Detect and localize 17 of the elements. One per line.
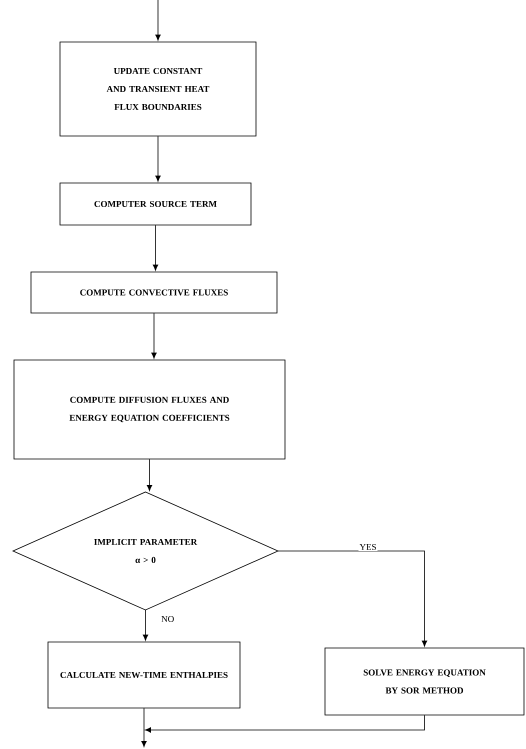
edge-label: YES <box>358 542 378 552</box>
process-box: COMPUTE DIFFUSION FLUXES AND ENERGY EQUATION COEFFICIENTS <box>14 360 286 460</box>
process-box: COMPUTER SOURCE TERM <box>60 182 252 226</box>
arrow <box>141 708 147 747</box>
arrow <box>142 610 148 641</box>
arrow <box>145 715 425 733</box>
arrow <box>155 0 161 41</box>
arrow <box>278 550 428 647</box>
arrow <box>155 136 161 182</box>
process-box: COMPUTE CONVECTIVE FLUXES <box>30 272 278 314</box>
process-box: SOLVE ENERGY EQUATION BY SOR METHOD <box>324 648 524 716</box>
arrow <box>151 313 157 359</box>
arrow <box>152 225 158 271</box>
arrow <box>146 459 152 491</box>
process-box: UPDATE CONSTANT AND TRANSIENT HEAT FLUX BOUNDARIES <box>60 42 256 136</box>
process-box: CALCULATE NEW-TIME ENTHALPIES <box>48 642 240 708</box>
edge-label: NO <box>160 614 176 624</box>
